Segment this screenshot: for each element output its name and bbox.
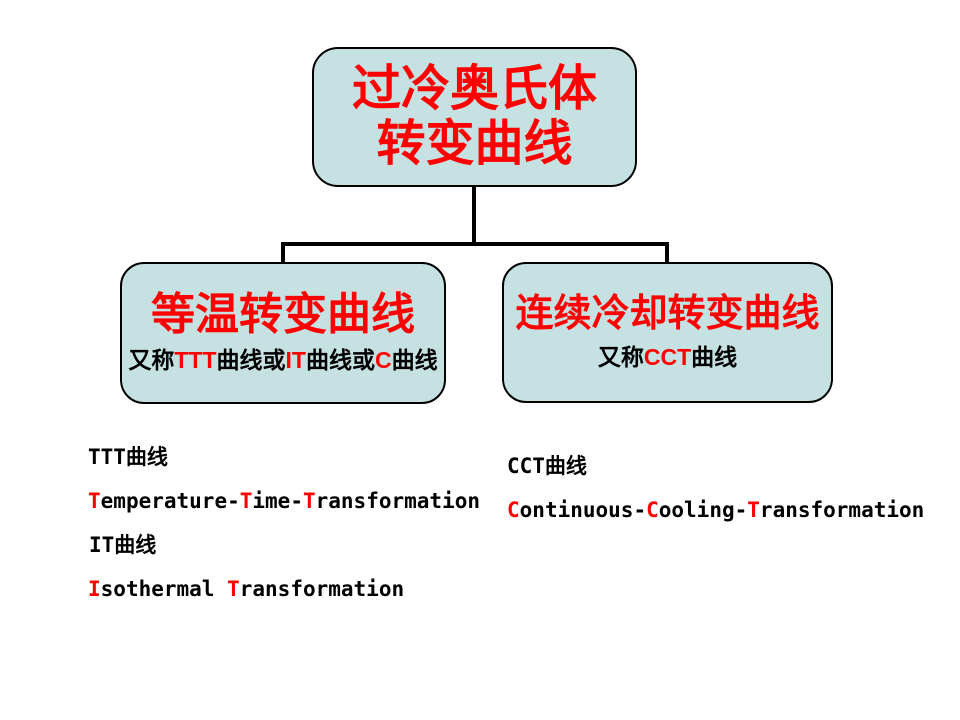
cct-expansion-text: Continuous-Cooling-Transformation [507,498,925,522]
it-curve-label: IT曲线 [89,533,157,557]
isothermal-node-title: 等温转变曲线 [151,289,415,339]
connector-trunk-line [472,187,476,245]
root-node-title-line1: 过冷奥氏体 [351,62,597,117]
cct-curve-label: CCT曲线 [507,454,587,478]
root-node-title-line2: 转变曲线 [376,117,573,171]
continuous-cooling-node-title: 连续冷却转变曲线 [515,292,820,335]
connector-horizontal-line [281,242,669,246]
isothermal-node-subtitle: 又称TTT曲线或IT曲线或C曲线 [128,347,438,374]
ttt-curve-label: TTT曲线 [88,445,168,469]
isothermal-node-box: 等温转变曲线 又称TTT曲线或IT曲线或C曲线 [120,262,446,404]
connector-right-drop-line [665,242,669,263]
continuous-cooling-node-subtitle: 又称CCT曲线 [597,344,738,371]
root-node-box: 过冷奥氏体 转变曲线 [312,47,637,187]
it-expansion-text: Isothermal Transformation [88,577,405,601]
continuous-cooling-node-box: 连续冷却转变曲线 又称CCT曲线 [502,262,833,403]
ttt-expansion-text: Temperature-Time-Transformation [88,489,480,513]
connector-left-drop-line [281,242,285,263]
